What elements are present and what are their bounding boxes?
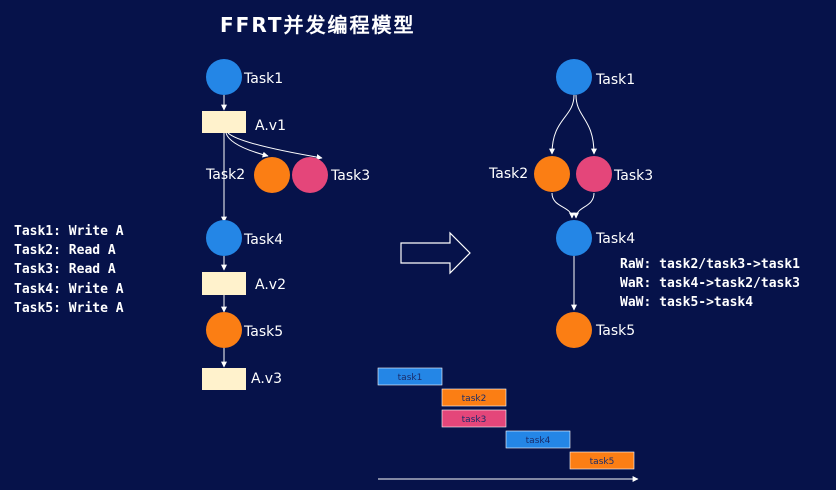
left-node-task3 [292, 157, 328, 193]
version-label-v3: A.v3 [251, 371, 282, 387]
access-list: Task1: Write A Task2: Read A Task3: Read… [14, 224, 124, 316]
gantt-bar-label: task3 [462, 415, 487, 425]
gantt-bar-label: task2 [462, 394, 487, 404]
right-node-task4 [556, 220, 592, 256]
edge-task2-task4 [551, 192, 575, 219]
edge-v1-task3 [227, 132, 323, 161]
access-item: Task5: Write A [14, 301, 124, 316]
access-item: Task4: Write A [14, 282, 124, 297]
right-node-task1 [556, 59, 592, 95]
dependency-item: WaR: task4->task2/task3 [620, 276, 800, 291]
gantt-bar-task5 [569, 451, 635, 470]
dependency-item: RaW: task2/task3->task1 [620, 257, 800, 272]
dependency-item: WaW: task5->task4 [620, 295, 753, 310]
gantt-bar-label: task1 [398, 373, 423, 383]
right-node-task5 [556, 312, 592, 348]
version-box-v2 [202, 272, 246, 295]
right-node-task2 [534, 156, 570, 192]
left-node-task1 [206, 59, 242, 95]
left-node-task4 [206, 220, 242, 256]
left-node-task5 [206, 312, 242, 348]
version-box-v3 [202, 368, 246, 390]
left-node-task1-label: Task1 [243, 71, 283, 87]
right-node-task3 [576, 156, 612, 192]
left-node-task5-label: Task5 [243, 324, 283, 340]
edge-task1-task2 [549, 94, 575, 155]
left-node-task2 [254, 157, 290, 193]
gantt-timeline: task1 task2 task3 task4 task5 [377, 367, 635, 470]
edge-task3-task4 [573, 192, 595, 219]
edge-task1-task3 [575, 94, 597, 155]
gantt-bar-task2 [441, 388, 507, 407]
left-graph: Task1 A.v1 Task2 Task3 Task4 A.v2 Task5 … [202, 59, 370, 390]
access-item: Task1: Write A [14, 224, 124, 239]
edge-v1-task2 [225, 132, 269, 158]
gantt-bar-task1 [377, 367, 443, 386]
access-item: Task2: Read A [14, 243, 116, 258]
version-box-v1 [202, 111, 246, 133]
gantt-bar-label: task4 [526, 436, 551, 446]
dependency-list: RaW: task2/task3->task1 WaR: task4->task… [620, 257, 800, 310]
right-node-task4-label: Task4 [595, 231, 635, 247]
right-graph: Task1 Task2 Task3 Task4 Task5 [488, 59, 653, 348]
access-item: Task3: Read A [14, 262, 116, 277]
gantt-bar-label: task5 [590, 457, 615, 467]
version-label-v1: A.v1 [255, 118, 286, 134]
right-node-task2-label: Task2 [488, 166, 528, 182]
gantt-bar-task4 [505, 430, 571, 449]
right-node-task3-label: Task3 [613, 168, 653, 184]
left-node-task4-label: Task4 [243, 232, 283, 248]
transform-arrow-icon [400, 231, 471, 275]
gantt-bar-task3 [441, 409, 507, 428]
version-label-v2: A.v2 [255, 277, 286, 293]
left-node-task2-label: Task2 [205, 167, 245, 183]
right-node-task5-label: Task5 [595, 323, 635, 339]
diagram-title: FFRT并发编程模型 [220, 13, 415, 37]
right-node-task1-label: Task1 [595, 72, 635, 88]
left-node-task3-label: Task3 [330, 168, 370, 184]
